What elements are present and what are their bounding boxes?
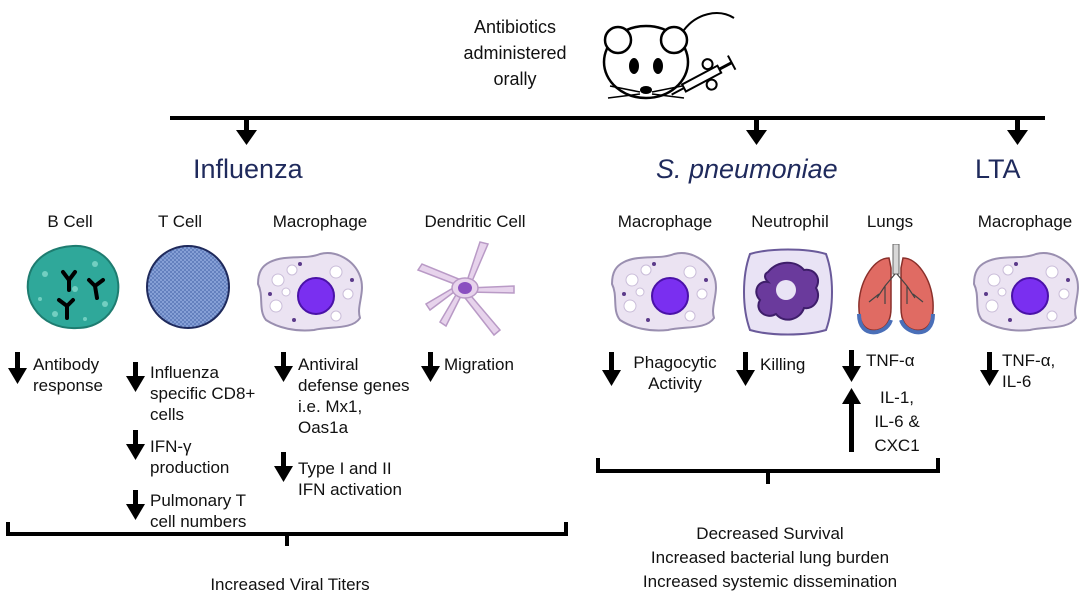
macrophage-sp-icon [610,252,717,332]
macrophage-icon [256,252,363,332]
influenza-header: Influenza [193,154,303,184]
killing-effect: Killing [760,355,806,374]
neutrophil-icon [743,248,833,336]
macrophage-sp-label: Macrophage [617,212,713,231]
syringe-icon [671,55,737,96]
cytokines-effect: IL-1,IL-6 &CXC1 [874,388,920,455]
neutrophil-label: Neutrophil [751,212,829,231]
b-cell-label: B Cell [47,212,93,231]
pneumoniae-header: S. pneumoniae [656,154,838,184]
dendritic-effect: Migration [444,355,514,374]
effect-arrows-down [8,350,999,520]
top-arrows [236,118,1028,145]
effect-arrow-up [842,388,861,452]
lungs-label: Lungs [866,212,914,231]
dendritic-cell-icon [416,241,515,337]
macrophage-lta-label: Macrophage [977,212,1073,231]
dendritic-cell-label: Dendritic Cell [424,212,526,231]
pneumoniae-brace [596,458,940,484]
tnf-effect: TNF-α [866,351,915,370]
b-cell-icon [26,244,120,330]
t-cell-label: T Cell [157,212,203,231]
antibody-icon [57,270,105,320]
mouse-icon [602,12,737,100]
influenza-outcome: Increased Viral Titers [210,575,370,594]
lungs-icon [857,244,935,335]
lta-effect: TNF-α,IL-6 [1002,351,1056,391]
influenza-brace [6,522,568,546]
macrophage-label: Macrophage [272,212,368,231]
macrophage-lta-icon [972,252,1079,332]
t-cell-icon [146,245,230,329]
lta-header: LTA [975,154,1021,184]
